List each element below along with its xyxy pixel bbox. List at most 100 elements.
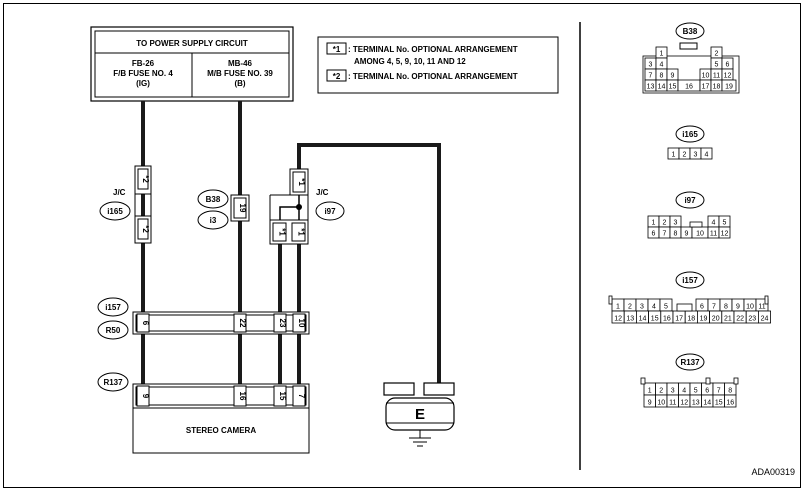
jc-i97-pin-bl: *1 xyxy=(278,228,287,236)
b38-pin-label: 1 xyxy=(660,51,664,58)
jc-i165: J/C i165 *2 *2 xyxy=(99,165,152,244)
i157-label: i157 xyxy=(105,303,121,312)
ground-e: E xyxy=(383,382,455,447)
i165-cell xyxy=(700,147,713,160)
r137-pin-label: 2 xyxy=(659,388,663,395)
b38-connector-block: B38 i3 19 xyxy=(197,189,250,230)
i157-pin-label: 19 xyxy=(700,316,708,323)
legend-text-1: : TERMINAL No. OPTIONAL ARRANGEMENT xyxy=(348,45,518,54)
jc-i97-pin-top: *1 xyxy=(297,178,306,186)
legend-mark-2: *2 xyxy=(333,72,341,81)
i157-pin-label: 18 xyxy=(687,316,695,323)
r137-pin-1: 9 xyxy=(141,394,150,399)
r137-pin-label: 11 xyxy=(669,400,676,407)
connector-row-r137: R137 9 16 15 7 STEREO CAMERA xyxy=(97,372,310,454)
i157-pin-label: 20 xyxy=(712,316,720,323)
face-i97-name: i97 xyxy=(684,196,696,205)
fuse-left-id: FB-26 xyxy=(132,59,155,68)
i157-pin-label: 15 xyxy=(651,316,659,323)
i157-pin-label: 13 xyxy=(626,316,634,323)
i157-pin-label: 5 xyxy=(664,304,668,311)
r137-pin-3: 15 xyxy=(278,392,287,401)
jc-i97-connector: i97 xyxy=(324,207,336,216)
r137-pin-label: 13 xyxy=(692,400,700,407)
b38-pin-label: 19 xyxy=(725,84,733,91)
i157-pin-label: 8 xyxy=(724,304,728,311)
b38-pin-label: 17 xyxy=(702,84,710,91)
ground-icon xyxy=(409,437,431,447)
i157-pin-label: 1 xyxy=(616,304,620,311)
i157-pin-label: 2 xyxy=(628,304,632,311)
b38-pin-label: 6 xyxy=(726,62,730,69)
i97-pin-label: 6 xyxy=(652,231,656,238)
fuse-right-type: (B) xyxy=(234,79,245,88)
b38-pin-label: 2 xyxy=(715,51,719,58)
jc-i97-label: J/C xyxy=(316,188,329,197)
i97-cell xyxy=(718,226,731,239)
i157-pin-label: 24 xyxy=(761,316,769,323)
b38-pin-label: 11 xyxy=(713,73,720,80)
fuse-right-name: M/B FUSE NO. 39 xyxy=(207,69,273,78)
i165-pin-label: 3 xyxy=(694,152,698,159)
b38-pin-label: 3 xyxy=(649,62,653,69)
r137-pin-label: 16 xyxy=(726,400,734,407)
legend-text-2: : TERMINAL No. OPTIONAL ARRANGEMENT xyxy=(348,72,518,81)
face-b38-name: B38 xyxy=(683,27,698,36)
face-i157-name: i157 xyxy=(682,276,698,285)
b38-pin-label: 15 xyxy=(669,84,677,91)
i157-pin-label: 16 xyxy=(663,316,671,323)
legend-text-1b: AMONG 4, 5, 9, 10, 11 AND 12 xyxy=(354,57,466,66)
i157-pin-label: 21 xyxy=(724,316,732,323)
i157-pin-2: 22 xyxy=(238,319,247,328)
i97-pin-label: 8 xyxy=(674,231,678,238)
b38-pin-label: 4 xyxy=(660,62,664,69)
fuse-right-id: MB-46 xyxy=(228,59,253,68)
jc-i165-connector: i165 xyxy=(107,207,123,216)
b38-pin: 19 xyxy=(238,204,247,213)
b38-pin-label: 9 xyxy=(671,73,675,80)
i157-pin-label: 3 xyxy=(640,304,644,311)
i157-pin-label: 23 xyxy=(748,316,756,323)
i157-pin-label: 10 xyxy=(746,304,754,311)
r137-pin-label: 15 xyxy=(715,400,723,407)
i97-pin-label: 3 xyxy=(674,220,678,227)
i165-pin-label: 2 xyxy=(683,152,687,159)
i97-pin-label: 11 xyxy=(710,231,717,238)
frame xyxy=(3,3,801,488)
b38-pin-label: 12 xyxy=(724,73,732,80)
face-r137-name: R137 xyxy=(680,358,700,367)
fuse-left-type: (IG) xyxy=(136,79,150,88)
ground-label: E xyxy=(415,406,425,423)
r137-pin-label: 1 xyxy=(648,388,652,395)
i157-pin-label: 6 xyxy=(700,304,704,311)
b38-pin-label: 5 xyxy=(715,62,719,69)
power-box-title: TO POWER SUPPLY CIRCUIT xyxy=(136,39,248,48)
r137-pin-label: 6 xyxy=(705,388,709,395)
jc-i165-label: J/C xyxy=(113,188,126,197)
i157-pin-1: 6 xyxy=(141,321,150,326)
legend: *1 : TERMINAL No. OPTIONAL ARRANGEMENT A… xyxy=(317,36,559,94)
r137-pin-label: 3 xyxy=(671,388,675,395)
r137-pin-label: 4 xyxy=(682,388,686,395)
face-i165-name: i165 xyxy=(682,130,698,139)
legend-mark-1: *1 xyxy=(333,45,341,54)
r137-pin-label: 7 xyxy=(717,388,721,395)
r137-pin-2: 16 xyxy=(238,392,247,401)
i157-pin-label: 17 xyxy=(675,316,683,323)
i97-pin-label: 2 xyxy=(663,220,667,227)
connector-row-i157: i157 R50 6 22 23 10 xyxy=(97,297,310,340)
r137-pin-label: 8 xyxy=(728,388,732,395)
b38-label: B38 xyxy=(206,195,221,204)
i97-pin-label: 10 xyxy=(696,231,704,238)
r137-label: R137 xyxy=(103,378,123,387)
r137-pin-label: 12 xyxy=(680,400,688,407)
jc-i97-pin-br: *1 xyxy=(297,228,306,236)
jc-i165-pin-top: *2 xyxy=(141,175,150,183)
wires xyxy=(141,101,441,385)
b38-cell xyxy=(721,79,737,92)
i97-pin-label: 12 xyxy=(721,231,729,238)
r137-cell xyxy=(724,394,737,408)
i157-cell xyxy=(758,310,772,324)
r137-pin-label: 5 xyxy=(694,388,698,395)
